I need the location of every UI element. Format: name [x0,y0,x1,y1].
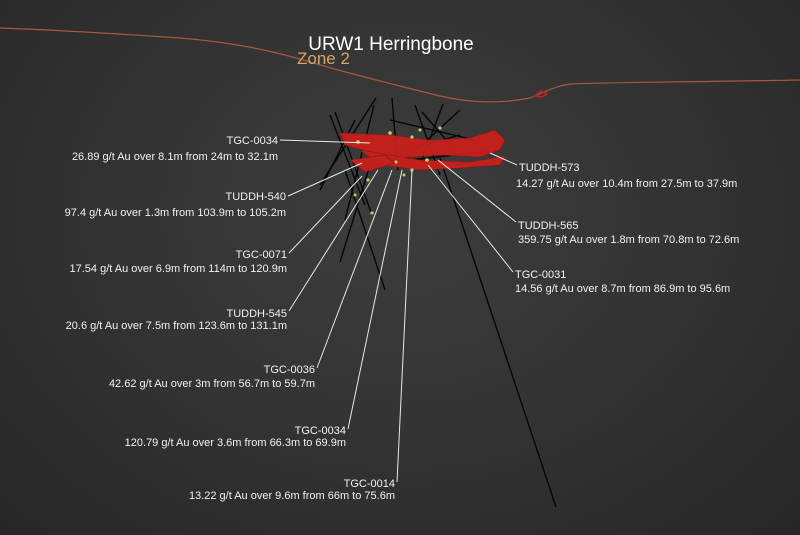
scene-title: URW1 Herringbone [308,34,473,55]
intercept-label: TUDDH-565 359.75 g/t Au over 1.8m from 7… [518,220,739,246]
intercept-detail: 26.89 g/t Au over 8.1m from 24m to 32.1m [72,151,278,163]
intercept-detail: 97.4 g/t Au over 1.3m from 103.9m to 105… [65,207,286,219]
hole-name: TGC-0014 [344,478,395,490]
orebody-wireframe [339,129,506,173]
hole-name: TUDDH-573 [519,162,580,174]
topographic-surface-line [0,27,800,103]
intercept-detail: 14.56 g/t Au over 8.7m from 86.9m to 95.… [515,283,730,295]
intercept-detail: 120.79 g/t Au over 3.6m from 66.3m to 69… [125,437,346,449]
hole-name: TUDDH-565 [518,220,579,232]
assay-markers [353,126,442,215]
intercept-label: TGC-0036 42.62 g/t Au over 3m from 56.7m… [109,364,315,390]
intercept-label: TGC-0031 14.56 g/t Au over 8.7m from 86.… [515,269,730,295]
intercept-detail: 14.27 g/t Au over 10.4m from 27.5m to 37… [516,178,737,190]
intercept-label: TGC-0014 13.22 g/t Au over 9.6m from 66m… [189,478,395,502]
intercept-label: TGC-0034 26.89 g/t Au over 8.1m from 24m… [72,135,278,163]
hole-name: TUDDH-545 [226,308,287,320]
intercept-label: TUDDH-545 20.6 g/t Au over 7.5m from 123… [66,308,287,332]
hole-name: TGC-0034 [295,425,346,437]
intercept-label: TGC-0034 120.79 g/t Au over 3.6m from 66… [125,425,346,449]
intercept-label: TUDDH-540 97.4 g/t Au over 1.3m from 103… [65,191,286,219]
intercept-detail: 359.75 g/t Au over 1.8m from 70.8m to 72… [518,234,739,246]
intercept-detail: 13.22 g/t Au over 9.6m from 66m to 75.6m [189,490,395,502]
intercept-detail: 20.6 g/t Au over 7.5m from 123.6m to 131… [66,320,287,332]
hole-name: TGC-0071 [236,249,287,261]
hole-name: TGC-0034 [227,135,278,147]
hole-name: TUDDH-540 [225,191,286,203]
callout-lines [279,139,518,483]
intercept-label: TUDDH-573 14.27 g/t Au over 10.4m from 2… [516,162,737,190]
intercept-label: TGC-0071 17.54 g/t Au over 6.9m from 114… [70,249,287,275]
zone-label: Zone 2 [297,49,350,68]
surface-marker [533,90,549,98]
hole-name: TGC-0036 [264,364,315,376]
intercept-detail: 17.54 g/t Au over 6.9m from 114m to 120.… [70,263,287,275]
hole-name: TGC-0031 [515,269,566,281]
intercept-detail: 42.62 g/t Au over 3m from 56.7m to 59.7m [109,378,315,390]
